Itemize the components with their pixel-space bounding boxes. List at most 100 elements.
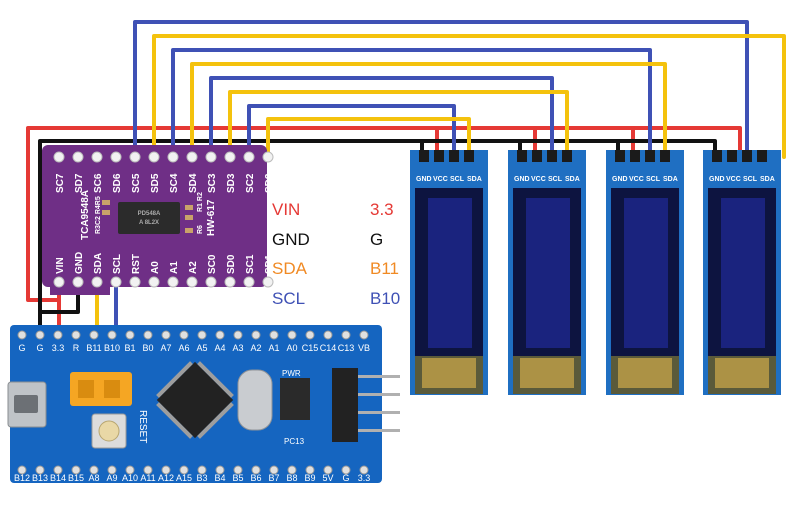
stm32-pin-label: B13 xyxy=(32,473,48,483)
wire-scl-channel xyxy=(133,20,749,159)
stm32-pin-hole xyxy=(359,465,369,475)
resistor-label-3: R6 xyxy=(197,225,204,234)
stm32-pin-hole xyxy=(269,330,279,340)
mux-pin-label: SD4 xyxy=(188,173,199,193)
mux-pin-hole xyxy=(53,151,65,163)
voltage-regulator xyxy=(280,378,310,420)
mux-pin-hole xyxy=(205,151,217,163)
stm32-pin-label: B4 xyxy=(214,473,225,483)
legend-b11: B11 xyxy=(370,259,399,278)
mux-pin-hole xyxy=(262,276,274,288)
oled-pin-label: VCC xyxy=(531,176,546,183)
mux-pin-hole xyxy=(53,276,65,288)
mux-pin-label: SD5 xyxy=(150,173,161,193)
oled-pin xyxy=(757,150,767,162)
mux-pin-label: SCL xyxy=(112,254,123,274)
oled-pin xyxy=(547,150,557,162)
stm32-pin-label: B15 xyxy=(68,473,84,483)
stm32-pin-label: A6 xyxy=(178,343,189,353)
stm32-pin-label: B12 xyxy=(14,473,30,483)
stm32-pin-hole xyxy=(89,465,99,475)
mux-pin-hole xyxy=(110,276,122,288)
stm32-pin-label: A4 xyxy=(214,343,225,353)
mux-pin-hole xyxy=(148,151,160,163)
oled-pin xyxy=(742,150,752,162)
mux-pin-hole xyxy=(167,276,179,288)
oled-pin-label: SCL xyxy=(548,176,563,183)
stm32-pin-hole xyxy=(251,330,261,340)
stm32-pin-label: B3 xyxy=(196,473,207,483)
stm32-pin-hole xyxy=(35,465,45,475)
mux-pin-hole xyxy=(186,276,198,288)
stm32-pin-hole xyxy=(71,330,81,340)
stm32-pin-hole xyxy=(197,330,207,340)
stm32-pin-label: A1 xyxy=(268,343,279,353)
oled-pin-label: SDA xyxy=(663,176,678,183)
oled-pin-label: SDA xyxy=(467,176,482,183)
stm32-pin-label: A12 xyxy=(158,473,174,483)
stm32-pin-label: G xyxy=(36,343,43,353)
crystal xyxy=(237,369,273,431)
oled-pin-label: GND xyxy=(612,176,628,183)
stm32-pin-hole xyxy=(89,330,99,340)
wire-gnd-bus xyxy=(38,139,717,314)
oled-pin xyxy=(517,150,527,162)
oled-pin xyxy=(645,150,655,162)
mux-pin-hole xyxy=(91,151,103,163)
stm32-pin-hole xyxy=(71,465,81,475)
stm32-pin-label: B7 xyxy=(268,473,279,483)
mux-pin-hole xyxy=(167,151,179,163)
stm32-pin-label: 5V xyxy=(322,473,333,483)
stm32-pin-hole xyxy=(161,330,171,340)
stm32-pin-hole xyxy=(341,465,351,475)
stm32-pin-label: 3.3 xyxy=(52,343,65,353)
mux-pin-label: SDA xyxy=(93,253,104,274)
mux-pin-label: SC3 xyxy=(207,173,218,193)
stm32-pin-hole xyxy=(269,465,279,475)
oled-screen xyxy=(526,198,570,348)
stm32-pin-label: A0 xyxy=(286,343,297,353)
mux-pin-label: SC5 xyxy=(131,173,142,193)
swd-header xyxy=(332,368,358,442)
oled-pin-label: SDA xyxy=(565,176,580,183)
stm32-pin-label: B10 xyxy=(104,343,120,353)
ic-marking: PD548A xyxy=(138,211,161,217)
legend-sda: SDA xyxy=(272,259,307,278)
mux-pin-label: A2 xyxy=(188,261,199,274)
oled-pin xyxy=(615,150,625,162)
oled-pin xyxy=(712,150,722,162)
mux-pin-hole xyxy=(205,276,217,288)
stm32-pin-hole xyxy=(179,330,189,340)
oled-pin xyxy=(434,150,444,162)
stm32-pin-label: C13 xyxy=(338,343,355,353)
oled-flex-strip xyxy=(618,358,672,388)
stm32-pin-hole xyxy=(107,465,117,475)
wire-sda-channel xyxy=(190,62,667,159)
mux-pin-hole xyxy=(72,276,84,288)
mux-pin-hole xyxy=(186,151,198,163)
stm32-pin-label: A8 xyxy=(88,473,99,483)
stm32-pin-label: A11 xyxy=(140,473,155,483)
oled-pin xyxy=(449,150,459,162)
stm32-pin-hole xyxy=(125,465,135,475)
legend-vin: VIN xyxy=(272,200,301,219)
resistor-label-2: R1 R2 xyxy=(197,192,204,212)
mux-pin-hole xyxy=(129,151,141,163)
mux-pin-hole xyxy=(224,276,236,288)
oled-pin-label: VCC xyxy=(629,176,644,183)
stm32-pin-hole xyxy=(251,465,261,475)
stm32-pin-hole xyxy=(359,330,369,340)
wire-scl-channel xyxy=(171,48,652,159)
mux-pin-label: A1 xyxy=(169,261,180,274)
stm32-pin-label: A5 xyxy=(196,343,207,353)
